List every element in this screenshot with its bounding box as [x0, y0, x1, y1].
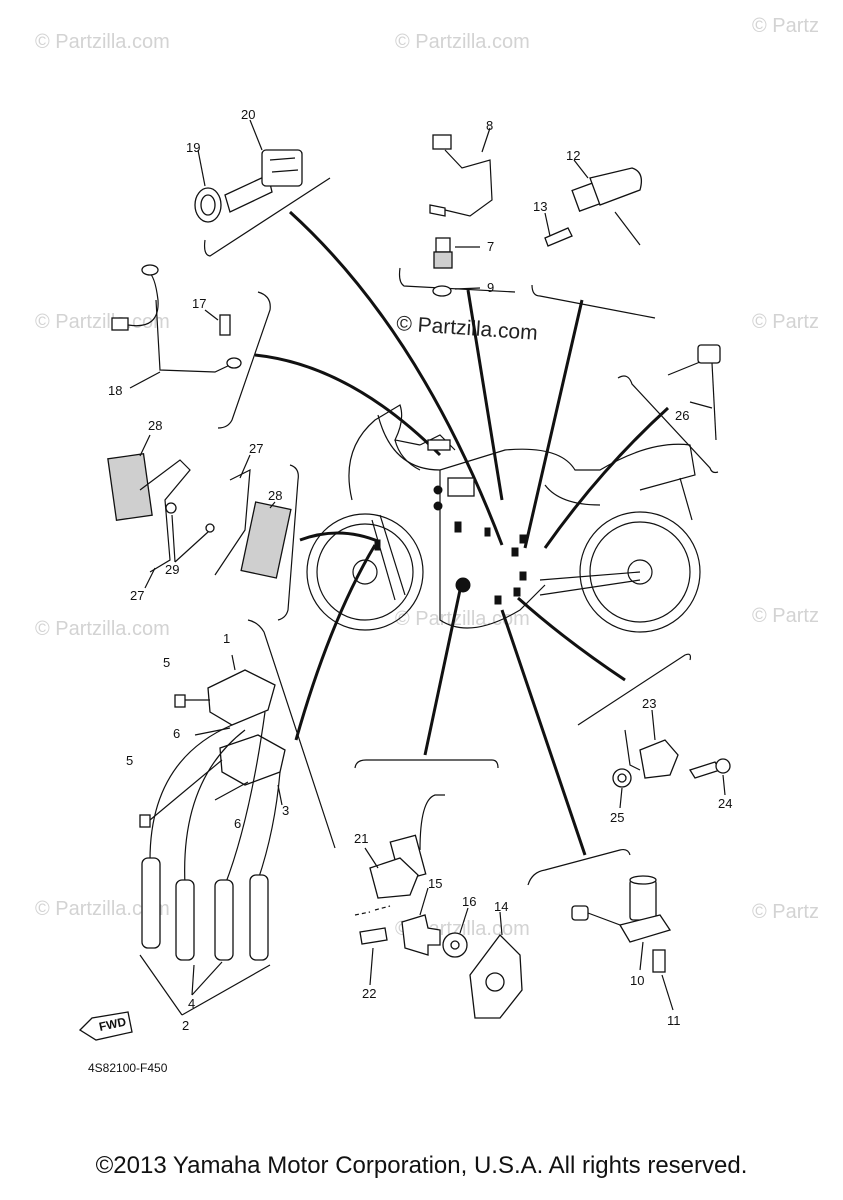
- part-20-thermo-sensor: [194, 119, 303, 223]
- callout-4: 4: [188, 996, 195, 1011]
- part-26-switch: [667, 344, 721, 441]
- callout-2: 2: [182, 1018, 189, 1033]
- callout-labels: 20 19 8 7 9 12 13 17 18 26 28 27 28 27 2…: [108, 107, 732, 1033]
- callout-8: 8: [486, 118, 493, 133]
- callout-20: 20: [241, 107, 255, 122]
- part-10-speed-sensor: [571, 875, 674, 1011]
- part-12-sensor: [544, 159, 643, 247]
- callout-16: 16: [462, 894, 476, 909]
- watermark-center: © Partzilla.com: [396, 312, 539, 345]
- callout-9: 9: [487, 280, 494, 295]
- copyright-notice: ©2013 Yamaha Motor Corporation, U.S.A. A…: [95, 1152, 748, 1179]
- watermark: © Partzilla.com: [35, 898, 170, 920]
- callout-1: 1: [223, 631, 230, 646]
- callout-22: 22: [362, 986, 376, 1001]
- callout-10: 10: [630, 973, 644, 988]
- callout-19: 19: [186, 140, 200, 155]
- watermark: © Partz: [752, 605, 819, 627]
- callout-15: 15: [428, 876, 442, 891]
- callout-17: 17: [192, 296, 206, 311]
- motorcycle-outline: [306, 404, 701, 633]
- callout-28: 28: [148, 418, 162, 433]
- callout-21: 21: [354, 831, 368, 846]
- callout-11: 11: [667, 1013, 681, 1028]
- callout-27: 27: [130, 588, 144, 603]
- callout-6: 6: [234, 816, 241, 831]
- callout-5: 5: [163, 655, 170, 670]
- part-1-ignition-coils: [139, 654, 286, 1016]
- watermarks: © Partzilla.com © Partzilla.com © Partz …: [35, 15, 819, 940]
- callout-5: 5: [126, 753, 133, 768]
- callout-24: 24: [718, 796, 732, 811]
- diagram-code: 4S82100-F450: [88, 1061, 168, 1075]
- part-21-rectifier: [354, 794, 445, 986]
- callout-13: 13: [533, 199, 547, 214]
- watermark: © Partzilla.com: [395, 608, 530, 630]
- watermark: © Partzilla.com: [35, 31, 170, 53]
- fwd-label: FWD: [98, 1014, 128, 1033]
- callout-3: 3: [282, 803, 289, 818]
- electrical-parts-diagram: © Partzilla.com © Partzilla.com © Partz …: [35, 15, 819, 1075]
- callout-27: 27: [249, 441, 263, 456]
- callout-29: 29: [165, 562, 179, 577]
- fwd-arrow: FWD: [78, 1011, 133, 1041]
- watermark: © Partz: [752, 901, 819, 923]
- callout-6: 6: [173, 726, 180, 741]
- watermark: © Partz: [752, 15, 819, 37]
- part-14-rotor: [401, 887, 523, 1019]
- part-7-neutral-switch: [432, 237, 481, 297]
- part-23-sensor: [612, 709, 731, 809]
- callout-26: 26: [675, 408, 689, 423]
- callout-23: 23: [642, 696, 656, 711]
- leader-lines: [254, 210, 670, 856]
- callout-25: 25: [610, 810, 624, 825]
- watermark: © Partzilla.com: [35, 311, 170, 333]
- callout-7: 7: [487, 239, 494, 254]
- callout-18: 18: [108, 383, 122, 398]
- part-28-reflectors: [107, 434, 292, 589]
- watermark: © Partzilla.com: [395, 31, 530, 53]
- part-18-lead: [111, 264, 242, 389]
- watermark: © Partz: [752, 311, 819, 333]
- callout-14: 14: [494, 899, 508, 914]
- callout-12: 12: [566, 148, 580, 163]
- watermark: © Partzilla.com: [35, 618, 170, 640]
- callout-28: 28: [268, 488, 282, 503]
- group-frames: [203, 177, 719, 886]
- part-8-lead: [429, 127, 493, 217]
